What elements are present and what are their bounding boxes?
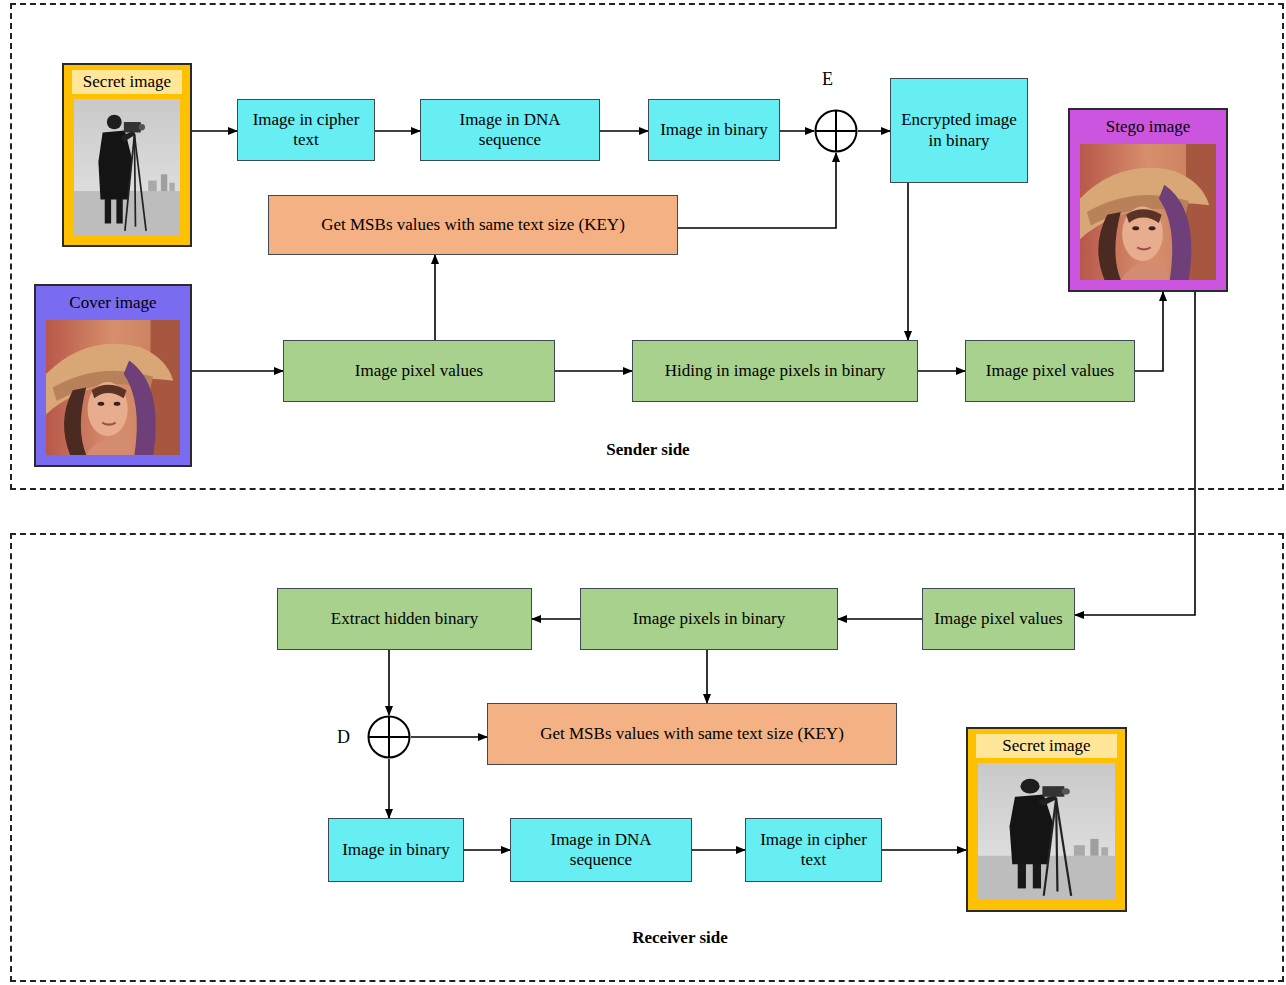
- flow-arrow: [464, 849, 510, 851]
- process-box: Hiding in image pixels in binary: [632, 340, 918, 402]
- node-label: D: [337, 727, 350, 749]
- picture-frame: [1080, 144, 1216, 280]
- node-label: Sender side: [528, 440, 768, 460]
- node-label: Image pixel values: [986, 361, 1114, 381]
- cover-image-box: Cover image: [34, 284, 192, 467]
- node-label: Image pixel values: [355, 361, 483, 381]
- flow-arrow: [192, 370, 283, 372]
- node-label: Encrypted image in binary: [899, 110, 1019, 151]
- process-box: Extract hidden binary: [277, 588, 532, 650]
- process-box: Image pixel values: [965, 340, 1135, 402]
- process-box: Image in cipher text: [745, 818, 882, 882]
- flow-arrow: [780, 130, 814, 132]
- xor-circle: E: [814, 109, 858, 153]
- node-label: Image in binary: [660, 120, 768, 140]
- key-box: Get MSBs values with same text size (KEY…: [268, 195, 678, 255]
- flow-arrow: [692, 849, 745, 851]
- node-label: Image in cipher text: [246, 110, 366, 151]
- flow-arrow: [411, 736, 487, 738]
- node-label: Image in binary: [342, 840, 450, 860]
- stego-image-box: Stego image: [1068, 108, 1228, 292]
- process-box: Image in binary: [328, 818, 464, 882]
- flow-arrow: [1135, 292, 1163, 371]
- process-box: Image in binary: [648, 99, 780, 161]
- sender-region: Sender side Secret imageImage in cipher t…: [10, 3, 1284, 490]
- lena-picture: [1080, 144, 1216, 280]
- picture-frame: [978, 763, 1115, 900]
- flow-arrow: [706, 650, 708, 703]
- process-box: Image pixels in binary: [580, 588, 838, 650]
- xor-symbol: [367, 715, 411, 759]
- cameraman-picture: [74, 99, 180, 235]
- node-label: Receiver side: [560, 928, 800, 948]
- node-label: Image in cipher text: [754, 830, 873, 871]
- receiver-region: Receiver sideExtract hidden binaryImage …: [10, 533, 1284, 982]
- flow-arrow: [532, 618, 580, 620]
- flow-arrow: [192, 130, 237, 132]
- flow-arrow: [907, 183, 909, 340]
- secret-image-box: Secret image: [62, 63, 192, 247]
- lena-picture: [46, 320, 180, 455]
- flow-arrow: [434, 255, 436, 340]
- process-box: Image in DNA sequence: [510, 818, 692, 882]
- flow-arrow: [918, 370, 965, 372]
- process-box: Image in DNA sequence: [420, 99, 600, 161]
- flow-arrow: [678, 153, 836, 228]
- node-label: Extract hidden binary: [331, 609, 478, 629]
- node-label: Secret image: [976, 734, 1117, 758]
- process-box: Image pixel values: [922, 588, 1075, 650]
- process-box: Encrypted image in binary: [890, 78, 1028, 183]
- key-box: Get MSBs values with same text size (KEY…: [487, 703, 897, 765]
- node-label: Stego image: [1078, 115, 1218, 139]
- picture-frame: [74, 99, 180, 235]
- picture-frame: [46, 320, 180, 455]
- process-box: Image in cipher text: [237, 99, 375, 161]
- node-label: Get MSBs values with same text size (KEY…: [321, 215, 625, 235]
- node-label: Get MSBs values with same text size (KEY…: [540, 724, 844, 744]
- xor-symbol: [814, 109, 858, 153]
- node-label: Image pixels in binary: [633, 609, 786, 629]
- flow-arrow: [882, 849, 966, 851]
- flow-arrow: [388, 650, 390, 715]
- flow-arrow: [838, 618, 922, 620]
- node-label: E: [822, 69, 833, 91]
- flow-arrow: [858, 130, 890, 132]
- flow-arrow: [600, 130, 648, 132]
- node-label: Image in DNA sequence: [429, 110, 591, 151]
- cameraman-picture: [978, 763, 1115, 900]
- node-label: Cover image: [44, 291, 182, 315]
- flow-arrow: [555, 370, 632, 372]
- node-label: Image pixel values: [934, 609, 1062, 629]
- xor-circle: D: [367, 715, 411, 759]
- node-label: Hiding in image pixels in binary: [665, 361, 886, 381]
- process-box: Image pixel values: [283, 340, 555, 402]
- node-label: Secret image: [72, 70, 182, 94]
- flow-arrow: [375, 130, 420, 132]
- flow-arrow: [388, 759, 390, 818]
- secret-image-box: Secret image: [966, 727, 1127, 912]
- node-label: Image in DNA sequence: [519, 830, 683, 871]
